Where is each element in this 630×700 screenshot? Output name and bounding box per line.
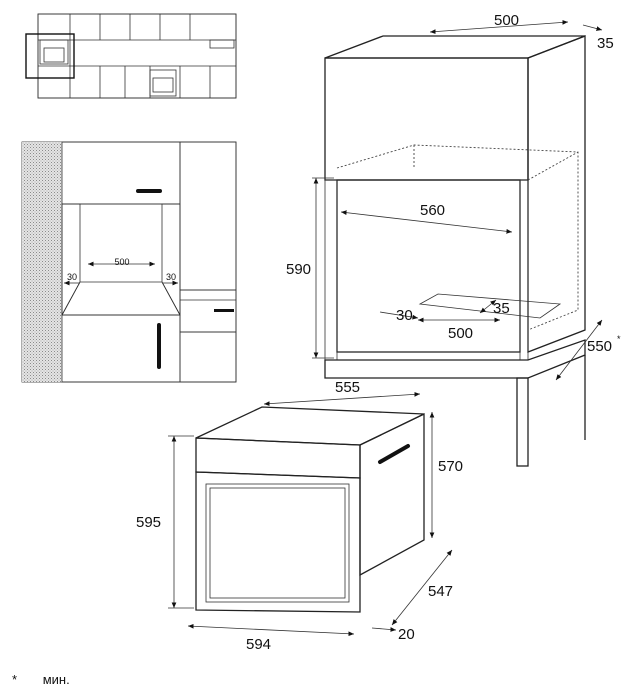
inset-gap-left-label: 30 [67, 272, 77, 282]
niche-height-label: 590 [286, 261, 311, 278]
kitchen-overview [25, 13, 237, 99]
upper-cabinet-handle [136, 189, 162, 193]
inset-gap-right-label: 30 [166, 272, 176, 282]
cabinet-niche: 500 35 560 590 30 35 500 550 * [286, 12, 621, 467]
footnote-text: мин. [42, 672, 70, 687]
lower-cabinet-handle [157, 323, 161, 369]
niche-width-top-label: 500 [494, 12, 519, 29]
inset-vent-width-label: 500 [114, 257, 129, 267]
niche-depth-label: 550 [587, 338, 612, 355]
oven-body-height-label: 570 [438, 458, 463, 475]
top-depth-label: 35 [597, 35, 614, 52]
vent-depth-label: 35 [493, 300, 510, 317]
oven-depth-label: 555 [335, 379, 360, 396]
niche-inner-width-label: 560 [420, 202, 445, 219]
front-thickness-label: 20 [398, 626, 415, 643]
footnote: * мин. [12, 672, 92, 687]
vent-width-label: 500 [448, 325, 473, 342]
oven-height-label: 595 [136, 514, 161, 531]
niche-inset: 500 30 30 [21, 141, 237, 383]
vent-gap-label: 30 [396, 307, 413, 324]
oven-width-label: 594 [246, 636, 271, 653]
oven: 555 570 595 547 594 20 [136, 379, 463, 653]
footnote-mark: * [12, 672, 18, 687]
oven-body-depth-label: 547 [428, 583, 453, 600]
oven-handle [378, 444, 410, 464]
niche-depth-min-mark: * [617, 334, 621, 344]
